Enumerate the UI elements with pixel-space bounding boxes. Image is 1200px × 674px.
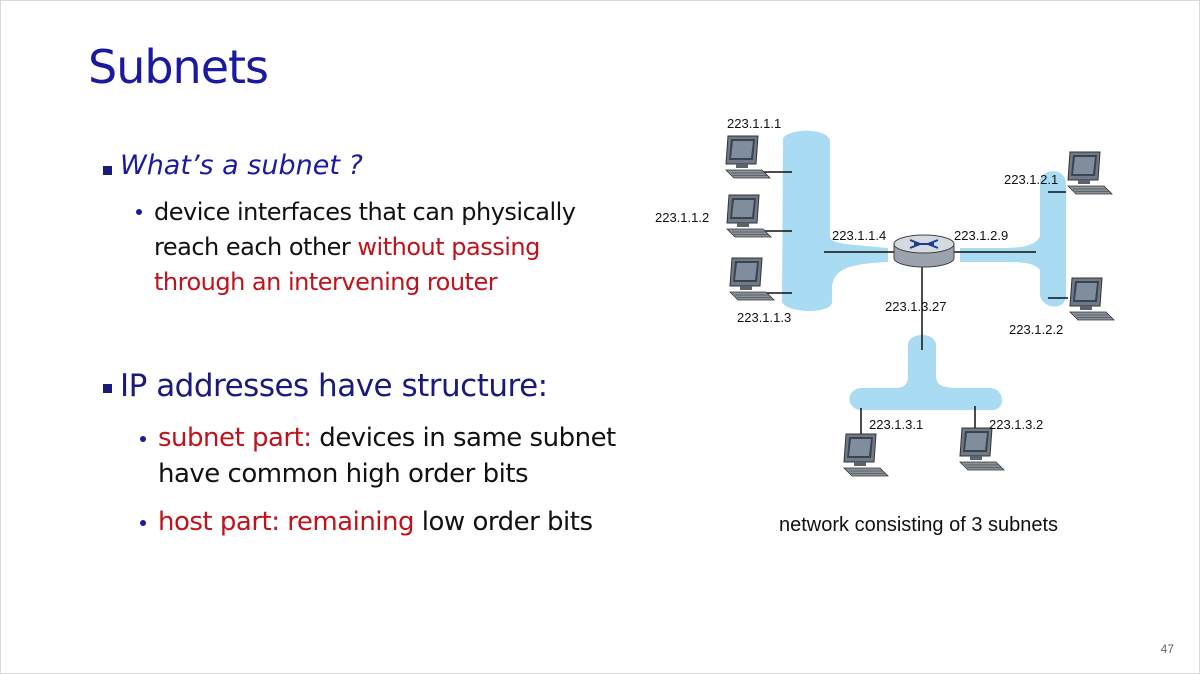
label-223-1-2-9: 223.1.2.9 xyxy=(954,228,1008,243)
bullet-square-2 xyxy=(103,384,112,393)
sub-bullet-line1: device interfaces that can physically xyxy=(154,198,576,226)
label-223-1-2-1: 223.1.2.1 xyxy=(1004,172,1058,187)
subnet-2-region xyxy=(960,171,1066,307)
sub-bullet-line2: reach each other without passing xyxy=(154,230,576,265)
computer-icon-h122 xyxy=(1069,277,1115,321)
computer-icon-h121 xyxy=(1067,151,1113,195)
subnet-3-region xyxy=(849,335,1003,410)
bullet-what-is-subnet: What’s a subnet ? xyxy=(120,150,363,181)
text-host-part: host part: remaining xyxy=(158,507,415,537)
sub-bullet-dot-2 xyxy=(140,436,146,442)
slide-title: Subnets xyxy=(88,40,269,94)
host-part-line: host part: remaining low order bits xyxy=(158,504,593,540)
label-223-1-3-2: 223.1.3.2 xyxy=(989,417,1043,432)
text-reach: reach each other xyxy=(154,233,358,261)
subnet-part-line1: subnet part: devices in same subnet xyxy=(158,420,616,456)
label-223-1-3-1: 223.1.3.1 xyxy=(869,417,923,432)
computer-icon-h113 xyxy=(729,257,775,301)
text-without-passing: without passing xyxy=(357,233,540,261)
page-number: 47 xyxy=(1160,642,1174,656)
text-host-rest: low order bits xyxy=(414,507,593,537)
sub-bullet-device-interfaces: device interfaces that can physically re… xyxy=(154,195,576,300)
sub-bullet-host-part: host part: remaining low order bits xyxy=(158,504,593,540)
label-223-1-3-27: 223.1.3.27 xyxy=(885,299,946,314)
label-223-1-2-2: 223.1.2.2 xyxy=(1009,322,1063,337)
subnet-part-line2: have common high order bits xyxy=(158,459,529,489)
computer-icon-h111 xyxy=(725,135,771,179)
label-223-1-1-1: 223.1.1.1 xyxy=(727,116,781,131)
label-223-1-1-3: 223.1.1.3 xyxy=(737,310,791,325)
bullet-square-1 xyxy=(103,166,112,175)
label-223-1-1-4: 223.1.1.4 xyxy=(832,228,886,243)
computer-icon-h112 xyxy=(726,194,772,238)
diagram-caption: network consisting of 3 subnets xyxy=(779,514,1058,536)
sub-bullet-subnet-part: subnet part: devices in same subnet have… xyxy=(158,420,616,492)
text-subnet-part: subnet part: xyxy=(158,423,312,453)
computer-icon-h131 xyxy=(843,433,889,477)
sub-bullet-line3: through an intervening router xyxy=(154,268,498,296)
bullet-ip-structure: IP addresses have structure: xyxy=(120,368,548,404)
sub-bullet-dot-3 xyxy=(140,520,146,526)
router-icon xyxy=(893,234,955,268)
sub-bullet-dot-1 xyxy=(136,209,142,215)
computer-icon-h132 xyxy=(959,427,1005,471)
subnet-1-region xyxy=(782,130,888,311)
text-subnet-rest: devices in same subnet xyxy=(311,423,616,453)
label-223-1-1-2: 223.1.1.2 xyxy=(655,210,709,225)
